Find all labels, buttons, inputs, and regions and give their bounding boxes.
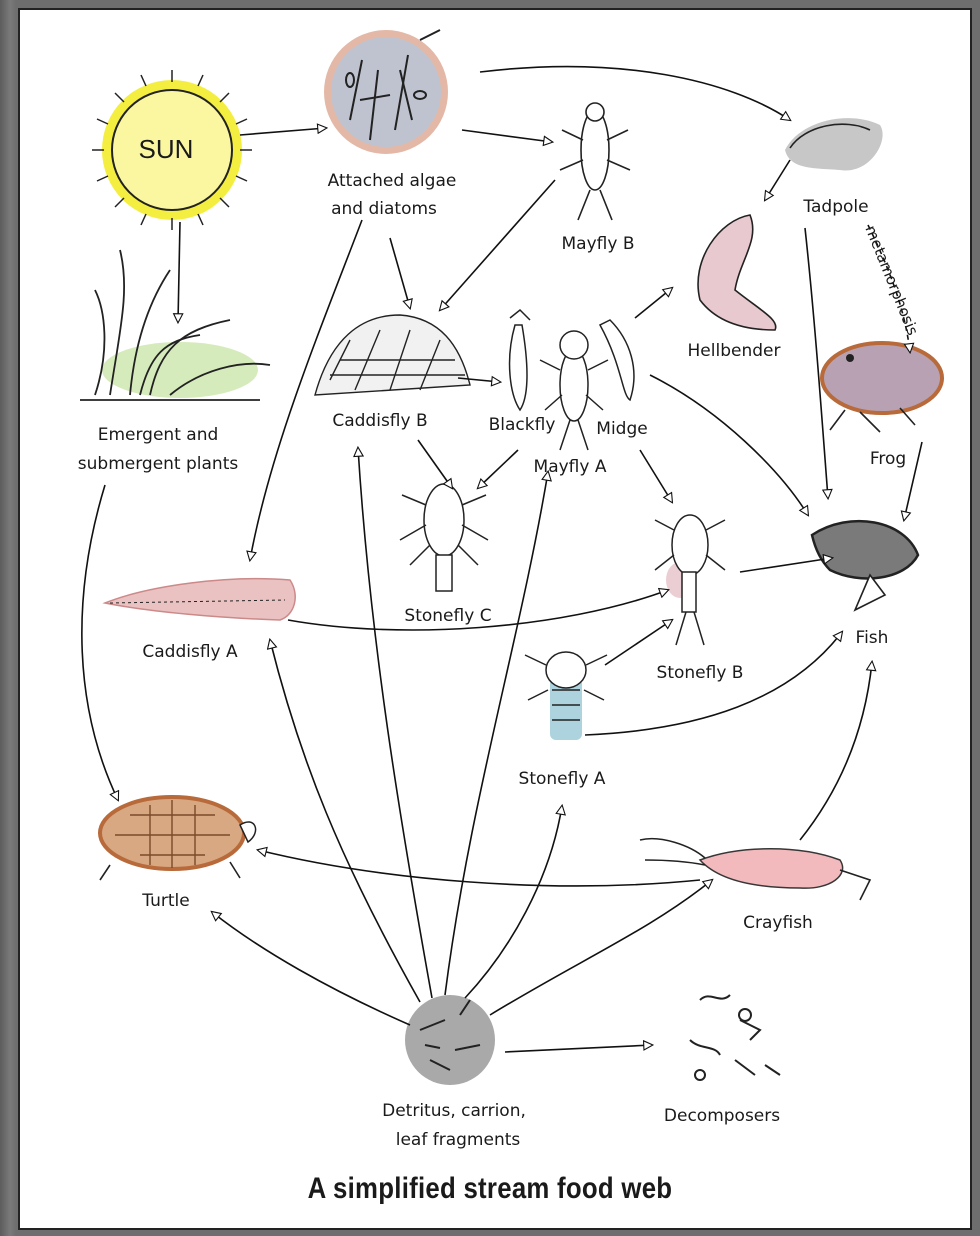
frog-label: Frog	[870, 448, 906, 470]
arrow-detritus-to-stonefly-a	[465, 806, 562, 998]
arrow-stonefly-a-to-stonefly-b	[605, 620, 672, 665]
arrow-detritus-to-caddisfly-a	[270, 640, 420, 1002]
arrow-crayfish-to-fish	[800, 662, 872, 840]
hellbender-icon	[698, 215, 776, 330]
arrow-algae-to-caddisfly-b	[390, 238, 410, 308]
arrow-plants-to-turtle	[82, 485, 118, 800]
stonefly-b-label: Stonefly B	[657, 662, 744, 684]
caddisfly-b-label: Caddisfly B	[332, 410, 427, 432]
stonefly-a-icon	[525, 652, 607, 740]
decomposers-icon	[690, 995, 780, 1080]
food-web-arrows	[82, 67, 922, 1052]
midge-label: Midge	[596, 418, 647, 440]
arrow-mayfly-b-to-caddisfly-b	[440, 180, 555, 310]
fish-icon	[812, 521, 918, 610]
blackfly-label: Blackfly	[489, 414, 556, 436]
arrow-stonefly-b-to-fish	[740, 558, 832, 572]
stonefly-c-label: Stonefly C	[404, 605, 491, 627]
turtle-icon	[100, 797, 256, 880]
arrow-midge-to-hellbender	[635, 288, 672, 318]
sun-label: SUN	[139, 138, 194, 160]
crayfish-icon	[640, 839, 870, 900]
decomposers-label: Decomposers	[664, 1105, 780, 1127]
mayfly-a-label: Mayfly A	[534, 456, 607, 478]
caddisfly-a-label: Caddisfly A	[142, 641, 237, 663]
hellbender-label: Hellbender	[688, 340, 781, 362]
stonefly-c-icon	[400, 484, 488, 591]
detritus-icon	[405, 995, 495, 1085]
arrow-caddisfly-b-to-stonefly-c	[418, 440, 452, 488]
arrow-tadpole-to-fish	[805, 228, 828, 498]
plants-label-line1: Emergent and	[98, 424, 219, 446]
frog-icon	[822, 343, 942, 432]
arrow-detritus-to-mayfly-a	[445, 472, 548, 995]
tadpole-icon	[785, 118, 883, 170]
arrow-tadpole-to-hellbender	[765, 160, 790, 200]
arrow-algae-to-tadpole	[480, 67, 790, 120]
plants-label-line2: submergent plants	[78, 453, 238, 475]
detritus-label-line2: leaf fragments	[396, 1129, 521, 1151]
fish-label: Fish	[856, 627, 889, 649]
arrow-detritus-to-crayfish	[490, 880, 712, 1015]
crayfish-label: Crayfish	[743, 912, 813, 934]
arrow-mayfly-a-to-stonefly-b	[640, 450, 672, 502]
arrow-detritus-to-caddisfly-b	[358, 448, 432, 998]
algae-icon	[324, 30, 448, 154]
blackfly-icon	[510, 310, 530, 410]
stonefly-b-icon	[655, 515, 725, 645]
arrow-sun-to-algae	[240, 128, 326, 135]
arrow-detritus-to-decomposers	[505, 1045, 652, 1052]
caddisfly-a-icon	[105, 579, 295, 620]
turtle-label: Turtle	[142, 890, 189, 912]
stonefly-a-label: Stonefly A	[519, 768, 606, 790]
arrow-frog-to-fish	[904, 442, 922, 520]
algae-label-line2: and diatoms	[331, 198, 437, 220]
arrow-blackfly-to-stonefly-c	[478, 450, 518, 488]
diagram-title: A simplified stream food web	[69, 1172, 912, 1206]
arrow-midge-to-fish	[650, 375, 808, 515]
mayfly-b-label: Mayfly B	[562, 233, 635, 255]
algae-label-line1: Attached algae	[328, 170, 457, 192]
mayfly-b-icon	[560, 103, 630, 220]
arrow-crayfish-to-turtle	[258, 850, 700, 886]
arrow-algae-to-mayfly-b	[462, 130, 552, 142]
caddisfly-b-icon	[315, 315, 470, 395]
tadpole-label: Tadpole	[803, 196, 868, 218]
arrow-sun-to-plants	[178, 222, 180, 322]
plants-icon	[80, 250, 270, 400]
midge-icon	[600, 320, 634, 400]
detritus-label-line1: Detritus, carrion,	[382, 1100, 526, 1122]
